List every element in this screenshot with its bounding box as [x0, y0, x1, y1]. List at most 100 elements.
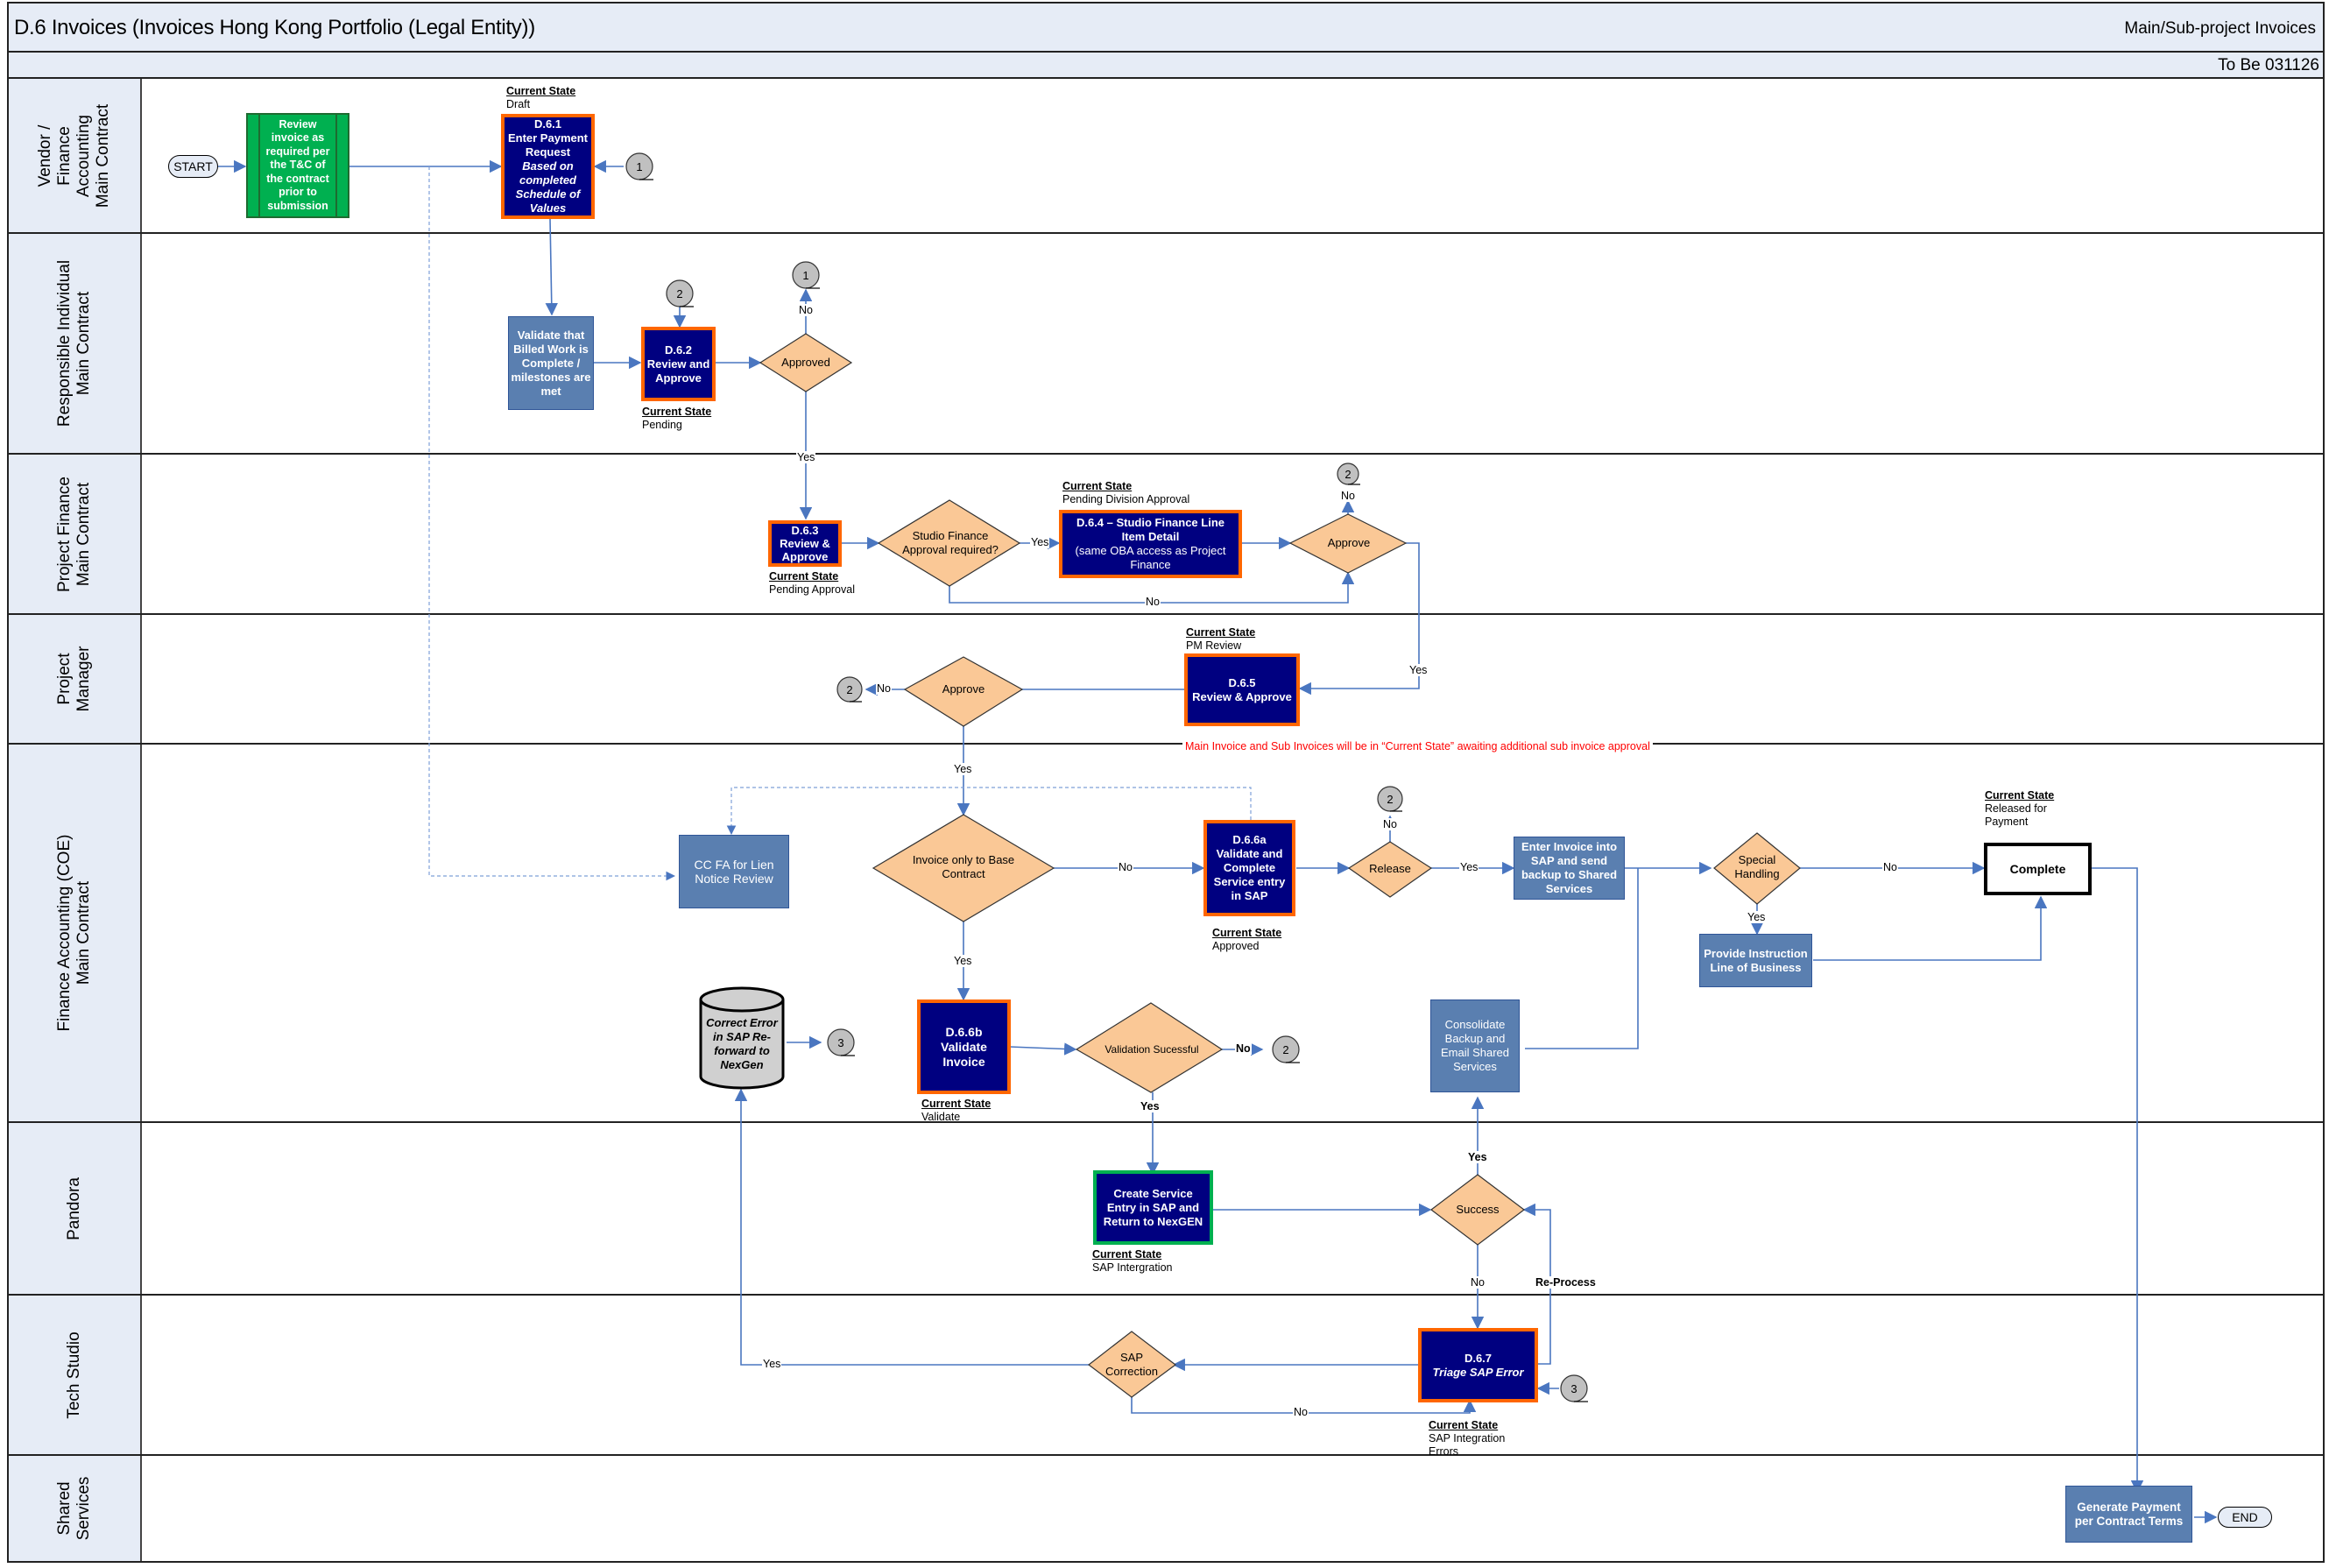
connector-2-b-label: 2: [1344, 467, 1352, 481]
lane-label: Shared Services: [9, 1456, 142, 1561]
end-terminator: END: [2218, 1507, 2272, 1528]
task-consolidate-backup[interactable]: Consolidate Backup and Email Shared Serv…: [1430, 999, 1520, 1092]
task-d62[interactable]: D.6.2 Review and Approve: [641, 327, 716, 401]
lane-tech-studio: Tech Studio: [7, 1296, 2325, 1456]
decision-success-label: Success: [1456, 1203, 1500, 1216]
decision-release-label: Release: [1369, 862, 1411, 875]
edge-approve-yes: [1298, 542, 1420, 696]
current-state-heading: Current State: [921, 1098, 992, 1110]
task-d64[interactable]: D.6.4 – Studio Finance Line Item Detail …: [1059, 510, 1242, 578]
task-enter-invoice-sap[interactable]: Enter Invoice into SAP and send backup t…: [1514, 837, 1625, 900]
edge-label-no: No: [1470, 1276, 1486, 1289]
task-d61[interactable]: D.6.1 Enter Payment Request Based on com…: [501, 114, 595, 219]
current-state-heading: Current State: [1429, 1419, 1499, 1431]
task-generate-payment[interactable]: Generate Payment per Contract Terms: [2065, 1486, 2192, 1543]
task-create-service-entry[interactable]: Create Service Entry in SAP and Return t…: [1093, 1170, 1213, 1245]
lane-label: Project Finance Main Contract: [9, 455, 142, 613]
task-validate-billed-work[interactable]: Validate that Billed Work is Complete / …: [508, 316, 594, 410]
task-note: (same OBA access as Project Finance: [1075, 544, 1226, 571]
edge-label-no: No: [1293, 1406, 1309, 1418]
task-title: Review & Approve: [780, 537, 830, 563]
edge-label-yes: Yes: [953, 763, 973, 775]
task-id: D.6.7: [1464, 1351, 1493, 1365]
decision-approved-label: Approved: [781, 356, 830, 369]
connector-2-a-label: 2: [676, 286, 683, 300]
edge-label-no: No: [798, 304, 814, 316]
decision-invoice-only-base: [872, 814, 1055, 922]
edge-complete-payment: [2092, 867, 2144, 1494]
current-state-value: Approved: [1212, 940, 1260, 952]
task-d66b[interactable]: D.6.6b Validate Invoice: [917, 999, 1011, 1094]
task-provide-instruction[interactable]: Provide Instruction Line of Business: [1699, 934, 1812, 987]
task-d67[interactable]: D.6.7 Triage SAP Error: [1418, 1328, 1538, 1402]
task-id: D.6.5: [1228, 675, 1256, 689]
decision-approve-pf-label: Approve: [1327, 536, 1371, 549]
task-d65[interactable]: D.6.5 Review & Approve: [1184, 653, 1300, 726]
task-text: Create Service Entry in SAP and Return t…: [1103, 1186, 1203, 1228]
task-complete[interactable]: Complete: [1984, 843, 2092, 895]
lane-responsible-individual: Responsible Individual Main Contract: [7, 234, 2325, 455]
current-state-heading: Current State: [1092, 1248, 1162, 1261]
current-state-heading: Current State: [1186, 626, 1256, 639]
title-bar: D.6 Invoices (Invoices Hong Kong Portfol…: [7, 2, 2325, 53]
task-note: Based on completed Schedule of Values: [515, 159, 581, 215]
edge-label-no: No: [1340, 490, 1356, 502]
decision-success: [1430, 1174, 1525, 1246]
decision-special-handling-label: Special Handling: [1734, 853, 1780, 880]
decision-sap-correction: [1088, 1331, 1177, 1398]
edge-label-yes: Yes: [1459, 861, 1479, 873]
task-d63[interactable]: D.6.3 Review & Approve: [768, 520, 842, 567]
current-state-heading: Current State: [506, 85, 576, 97]
current-state-value: Validate: [921, 1111, 961, 1123]
current-state-value: SAP Integration Errors: [1429, 1432, 1506, 1458]
edge-label-no: No: [1145, 596, 1161, 608]
connector-1-b-label: 1: [802, 268, 809, 282]
lane-finance-accounting-coe: Finance Accounting (COE) Main Contract: [7, 745, 2325, 1123]
connector-3-b-label: 3: [1570, 1381, 1577, 1395]
task-id: D.6.6b: [945, 1024, 983, 1039]
current-state-value: Released for Payment: [1985, 802, 2047, 828]
edge-label-yes: Yes: [953, 955, 973, 967]
decision-approve-pm: [903, 656, 1024, 727]
task-text: CC FA for Lien Notice Review: [694, 858, 774, 886]
edge-sapcorr-yes: [734, 1088, 1089, 1366]
task-correct-error[interactable]: Correct Error in SAP Re-forward to NexGe…: [701, 1012, 783, 1077]
task-text: Generate Payment per Contract Terms: [2074, 1500, 2184, 1528]
edge-label-reprocess: Re-Process: [1535, 1276, 1597, 1289]
task-text: Consolidate Backup and Email Shared Serv…: [1440, 1018, 1510, 1073]
edge-label-yes: Yes: [1140, 1100, 1161, 1112]
task-title: Validate Invoice: [941, 1039, 987, 1069]
version-bar: To Be 031126: [7, 53, 2325, 79]
version-label: To Be 031126: [2218, 56, 2319, 74]
edge-label-no: No: [1382, 818, 1398, 830]
connector-2-c-label: 2: [846, 682, 853, 696]
current-state-value: Pending: [642, 419, 682, 431]
task-title: Enter Payment Request: [507, 131, 589, 159]
edge-label-yes: Yes: [1467, 1151, 1488, 1163]
edge-label-no: No: [1235, 1042, 1252, 1055]
edge-label-yes: Yes: [1030, 536, 1050, 548]
task-review-invoice[interactable]: Review invoice as required per the T&C o…: [246, 113, 349, 218]
task-cc-fa-lien-review[interactable]: CC FA for Lien Notice Review: [679, 835, 789, 908]
current-state-value: Draft: [506, 98, 531, 110]
current-state-heading: Current State: [1062, 480, 1133, 492]
decision-approve-pf: [1288, 513, 1408, 574]
decision-studio-finance-label: Studio Finance Approval required?: [902, 529, 999, 556]
decision-approve-pm-label: Approve: [942, 682, 985, 696]
task-title: Review and Approve: [646, 357, 710, 385]
task-id: D.6.2: [664, 343, 693, 357]
task-title: Validate and Complete Service entry in S…: [1213, 847, 1286, 902]
lane-label: Tech Studio: [9, 1296, 142, 1454]
edge-d66b-validation: [1009, 1042, 1077, 1056]
edge-label-yes: Yes: [796, 451, 816, 463]
edge-label-no: No: [1118, 861, 1133, 873]
task-text: Complete: [2009, 862, 2066, 876]
task-d66a[interactable]: D.6.6a Validate and Complete Service ent…: [1203, 820, 1295, 916]
